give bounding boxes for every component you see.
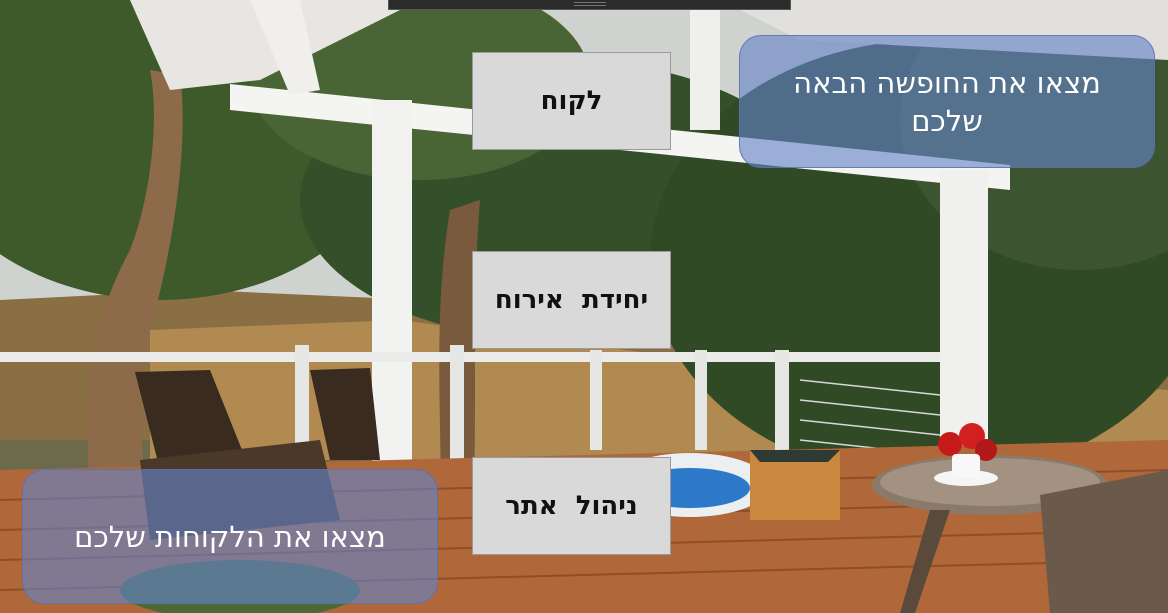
find-vacation-text: מצאו את החופשה הבאה שלכם [793,65,1101,138]
customer-button[interactable]: לקוח [472,52,671,150]
customer-button-label: לקוח [540,86,603,116]
host-unit-button-label: יחידת אירוח [494,285,649,315]
host-unit-button[interactable]: יחידת אירוח [472,251,671,349]
site-admin-button[interactable]: ניהול אתר [472,457,671,555]
drag-handle-icon[interactable] [574,2,606,6]
find-customers-banner[interactable]: מצאו את הלקוחות שלכם [22,469,438,604]
find-customers-text: מצאו את הלקוחות שלכם [74,519,386,554]
site-admin-button-label: ניהול אתר [505,491,638,521]
window-top-bar[interactable] [388,0,791,10]
find-vacation-banner[interactable]: מצאו את החופשה הבאה שלכם [739,35,1155,168]
